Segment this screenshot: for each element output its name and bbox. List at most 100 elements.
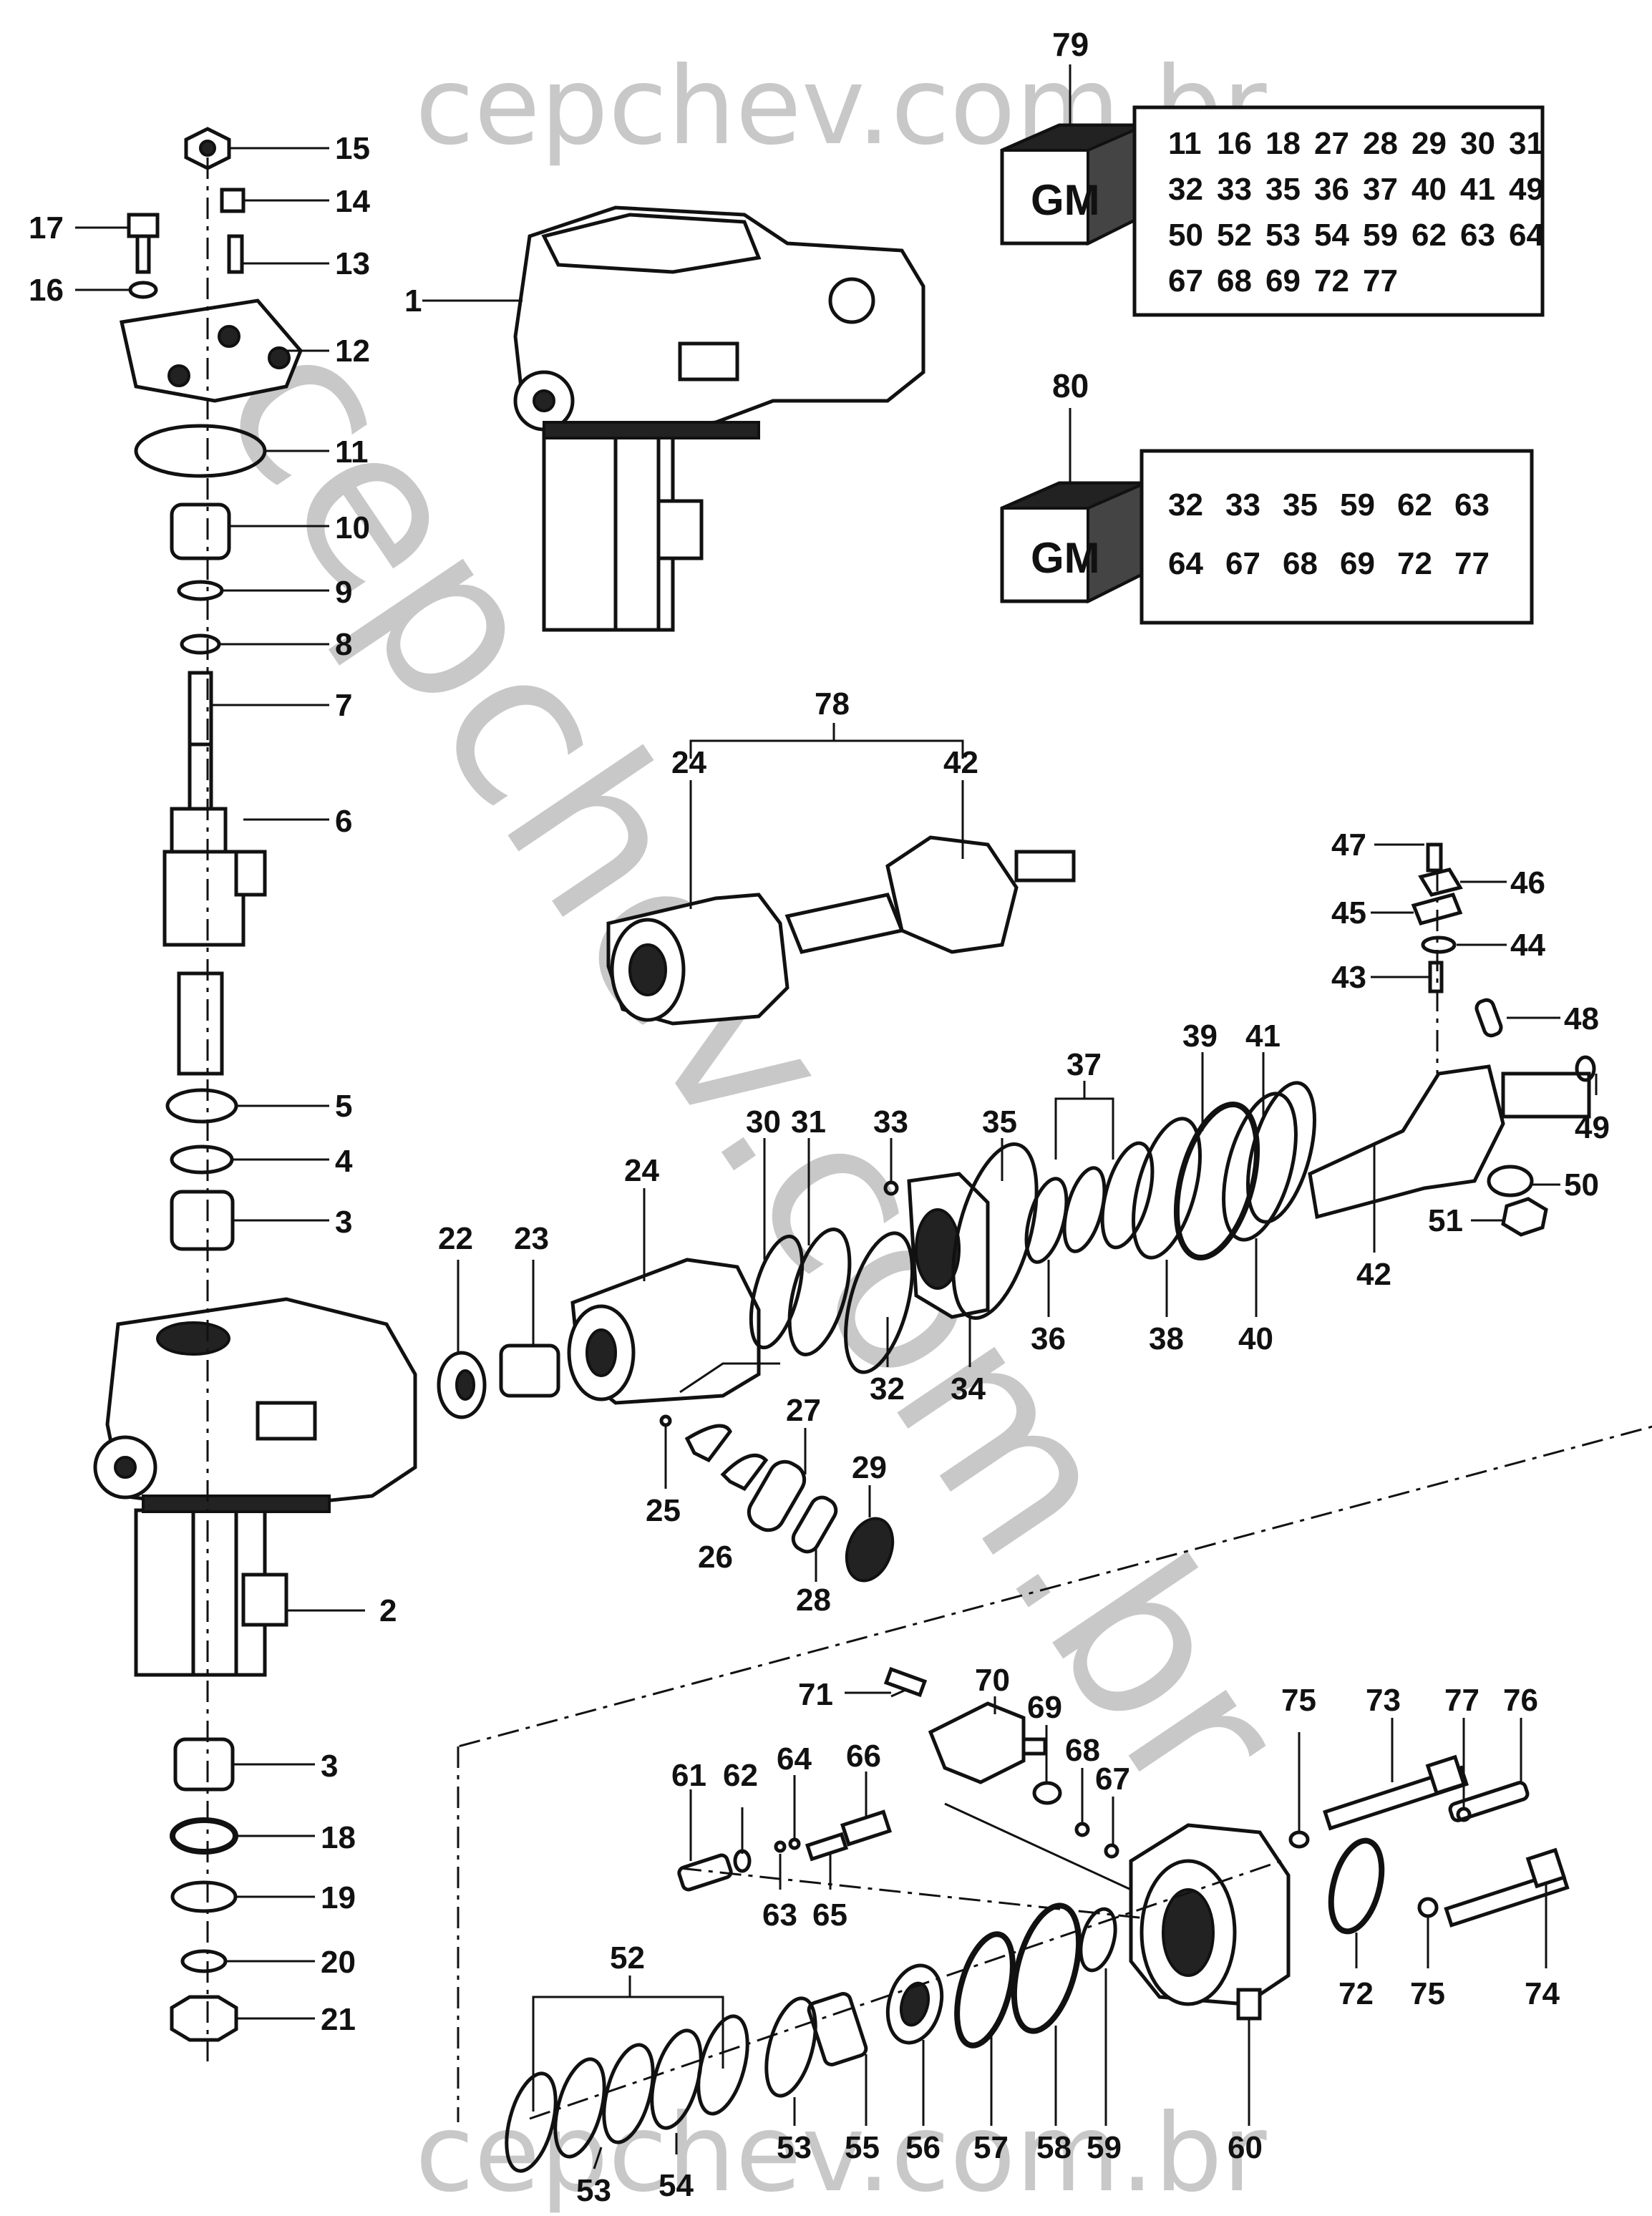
kit-part-number: 11 — [1168, 126, 1202, 161]
kit-part-number: 18 — [1265, 126, 1301, 161]
callout-13: 13 — [335, 246, 370, 281]
kit-part-number: 67 — [1168, 263, 1203, 298]
callout-10: 10 — [335, 510, 370, 545]
kit-part-number: 64 — [1168, 546, 1203, 581]
steering-gear-assembly-illustration — [513, 205, 925, 632]
callout-50: 50 — [1564, 1167, 1599, 1202]
kit-part-number: 72 — [1397, 546, 1432, 581]
kit-part-number: 33 — [1225, 487, 1260, 523]
kit-part-number: 62 — [1397, 487, 1432, 523]
callout-16: 16 — [29, 273, 64, 308]
callout-41: 41 — [1245, 1019, 1281, 1054]
callout-43: 43 — [1331, 960, 1366, 995]
kit-part-number: 64 — [1509, 218, 1544, 253]
callout-27: 27 — [786, 1393, 821, 1428]
callout-60: 60 — [1228, 2130, 1263, 2165]
callout-39: 39 — [1182, 1019, 1218, 1054]
callout-53: 53 — [777, 2130, 812, 2165]
callout-1: 1 — [404, 283, 422, 319]
kit-part-number: 49 — [1509, 172, 1544, 207]
kit-part-number: 28 — [1363, 126, 1398, 161]
callout-77: 77 — [1444, 1683, 1479, 1718]
callout-14: 14 — [335, 184, 370, 219]
kit-part-number: 50 — [1168, 218, 1203, 253]
callout-8: 8 — [335, 627, 352, 662]
callout-30: 30 — [746, 1104, 781, 1139]
kit-part-number: 31 — [1509, 126, 1544, 161]
gm-kit-box-icon: GM — [1000, 122, 1147, 246]
kit-79-number: 79 — [1052, 26, 1089, 63]
callout-19: 19 — [321, 1880, 356, 1915]
callout-70: 70 — [975, 1663, 1010, 1698]
callout-63: 63 — [762, 1897, 797, 1933]
callout-75: 75 — [1281, 1683, 1316, 1718]
callout-33: 33 — [873, 1104, 908, 1139]
callout-34: 34 — [951, 1371, 986, 1406]
callout-21: 21 — [321, 2002, 356, 2037]
callout-55: 55 — [845, 2130, 880, 2165]
callout-62: 62 — [723, 1758, 758, 1793]
kit-part-number: 77 — [1454, 546, 1490, 581]
callout-2: 2 — [379, 1593, 397, 1628]
callout-66: 66 — [846, 1739, 881, 1774]
callout-4: 4 — [335, 1144, 353, 1179]
callout-40: 40 — [1238, 1321, 1273, 1356]
kit-79-logo: GM — [1031, 176, 1100, 224]
callout-61: 61 — [671, 1758, 706, 1793]
callout-74: 74 — [1525, 1976, 1560, 2011]
callout-69: 69 — [1027, 1690, 1062, 1725]
callout-6: 6 — [335, 804, 352, 839]
callout-58: 58 — [1036, 2130, 1072, 2165]
callout-28: 28 — [796, 1583, 831, 1618]
kit-80-logo: GM — [1031, 534, 1100, 582]
callout-46: 46 — [1510, 865, 1545, 900]
kit-part-number: 29 — [1412, 126, 1447, 161]
kit-part-number: 68 — [1217, 263, 1252, 298]
callout-32: 32 — [870, 1371, 905, 1406]
housing-illustration — [93, 1297, 417, 1677]
callout-47: 47 — [1331, 827, 1366, 862]
callout-11: 11 — [335, 434, 369, 470]
callout-29: 29 — [852, 1450, 887, 1485]
callout-22: 22 — [438, 1221, 473, 1256]
callout-75: 75 — [1410, 1976, 1445, 2011]
kit-part-number: 53 — [1265, 218, 1301, 253]
callout-35: 35 — [982, 1104, 1017, 1139]
kit-part-number: 69 — [1340, 546, 1375, 581]
callout-12: 12 — [335, 334, 370, 369]
callout-57: 57 — [973, 2130, 1009, 2165]
kit-78-bracket: 78 — [689, 686, 964, 759]
kit-part-number: 77 — [1363, 263, 1398, 298]
kit-part-number: 62 — [1412, 218, 1447, 253]
lower-parts — [505, 1666, 1570, 2173]
callout-23: 23 — [514, 1221, 549, 1256]
kit-part-number: 54 — [1314, 218, 1349, 253]
callout-7: 7 — [335, 688, 352, 723]
callout-42: 42 — [1356, 1257, 1391, 1292]
kit-part-number: 59 — [1363, 218, 1398, 253]
kit-part-number: 33 — [1217, 172, 1252, 207]
middle-row-parts — [437, 842, 1596, 1583]
kit-part-number: 32 — [1168, 172, 1203, 207]
callout-73: 73 — [1366, 1683, 1401, 1718]
callout-72: 72 — [1338, 1976, 1374, 2011]
callout-52: 52 — [610, 1940, 645, 1976]
callout-49: 49 — [1575, 1110, 1610, 1145]
kit-part-number: 63 — [1460, 218, 1495, 253]
callout-26: 26 — [698, 1540, 733, 1575]
callout-24: 24 — [624, 1153, 659, 1188]
gm-kit-box-icon: GM — [1000, 480, 1147, 604]
kit-part-number: 27 — [1314, 126, 1349, 161]
callout-51: 51 — [1428, 1203, 1463, 1238]
callout-3: 3 — [335, 1205, 352, 1240]
callout-68: 68 — [1065, 1733, 1100, 1768]
callout-48: 48 — [1564, 1001, 1599, 1036]
callout-78: 78 — [815, 686, 850, 721]
kit-part-number: 37 — [1363, 172, 1398, 207]
callout-9: 9 — [335, 575, 352, 610]
